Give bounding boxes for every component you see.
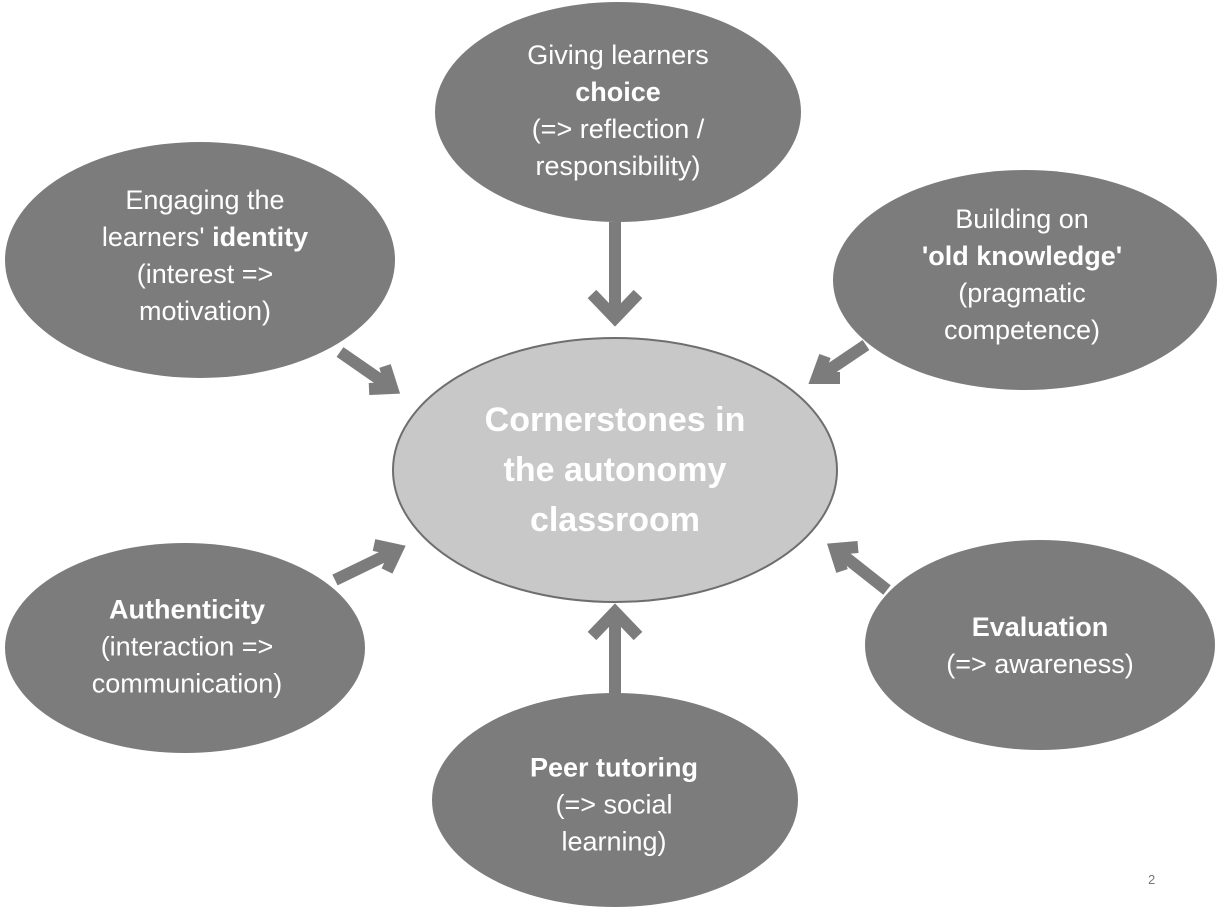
node-text: communication) xyxy=(91,668,283,699)
node-text: learners' xyxy=(101,222,213,252)
node-line: (interaction => xyxy=(92,629,283,666)
arrow-from-identity xyxy=(336,347,401,395)
node-peer-tutoring-label: Peer tutoring (=> social learning) xyxy=(530,750,698,861)
node-text: competence) xyxy=(943,315,1101,345)
node-authenticity-ellipse xyxy=(5,543,365,753)
node-line: motivation) xyxy=(102,293,308,330)
arrow-from-peer-tutoring xyxy=(587,603,643,700)
node-identity-ellipse xyxy=(5,142,395,378)
node-line: (interest => xyxy=(102,256,308,293)
node-text: responsibility) xyxy=(535,151,701,181)
node-keyword: Authenticity xyxy=(108,594,266,625)
node-line: Peer tutoring xyxy=(530,750,698,787)
node-text: (=> reflection / xyxy=(531,114,705,144)
node-line: (=> awareness) xyxy=(946,646,1134,683)
node-text: motivation) xyxy=(138,296,272,326)
node-old-knowledge-label: Building on 'old knowledge' (pragmatic c… xyxy=(922,201,1122,349)
node-text: (interaction => xyxy=(100,631,274,662)
node-line: (=> social xyxy=(530,787,698,824)
center-title-line: Cornerstones in xyxy=(484,401,746,439)
node-text: Giving learners xyxy=(527,40,709,70)
node-keyword: Peer tutoring xyxy=(529,752,699,783)
node-line: competence) xyxy=(922,312,1122,349)
node-line: Giving learners xyxy=(527,37,709,74)
center-title-line: classroom xyxy=(529,501,701,539)
node-keyword: choice xyxy=(575,77,661,107)
node-line: Engaging the xyxy=(102,182,308,219)
arrow-from-evaluation xyxy=(827,541,891,595)
arrow-from-choice xyxy=(587,222,643,327)
node-evaluation-ellipse xyxy=(865,540,1215,750)
node-line: communication) xyxy=(92,666,283,703)
node-keyword: 'old knowledge' xyxy=(921,241,1123,271)
node-choice-label: Giving learners choice (=> reflection / … xyxy=(527,37,709,185)
node-line: 'old knowledge' xyxy=(922,238,1122,275)
node-authenticity-label: Authenticity (interaction => communicati… xyxy=(92,592,283,703)
node-line: Building on xyxy=(922,201,1122,238)
node-text: learning) xyxy=(561,826,667,857)
node-keyword: identity xyxy=(212,222,309,252)
center-title-line: the autonomy xyxy=(503,451,727,489)
node-line: (=> reflection / xyxy=(527,111,709,148)
node-line: (pragmatic xyxy=(922,275,1122,312)
arrow-from-old-knowledge xyxy=(808,340,870,384)
page-number: 2 xyxy=(1148,872,1156,887)
node-keyword: Evaluation xyxy=(971,612,1109,642)
node-text: (=> awareness) xyxy=(946,649,1134,679)
node-line: learning) xyxy=(530,824,698,861)
node-choice-ellipse xyxy=(435,2,801,222)
node-peer-tutoring-ellipse xyxy=(432,693,798,907)
node-line: Evaluation xyxy=(946,609,1134,646)
node-text: (pragmatic xyxy=(958,278,1086,308)
node-line: Authenticity xyxy=(92,592,283,629)
node-line: learners' identity xyxy=(102,219,308,256)
node-evaluation-label: Evaluation (=> awareness) xyxy=(946,609,1134,683)
center-title: Cornerstones in the autonomy classroom xyxy=(485,395,746,545)
node-old-knowledge-ellipse xyxy=(833,170,1217,390)
center-ellipse xyxy=(392,337,838,603)
node-line: responsibility) xyxy=(527,148,709,185)
node-text: Engaging the xyxy=(125,185,285,215)
node-text: (=> social xyxy=(555,789,673,820)
arrow-from-authenticity xyxy=(332,539,406,586)
node-identity-label: Engaging the learners' identity (interes… xyxy=(102,182,308,330)
node-text: Building on xyxy=(955,204,1089,234)
node-line: choice xyxy=(527,74,709,111)
node-text: (interest => xyxy=(136,259,274,289)
